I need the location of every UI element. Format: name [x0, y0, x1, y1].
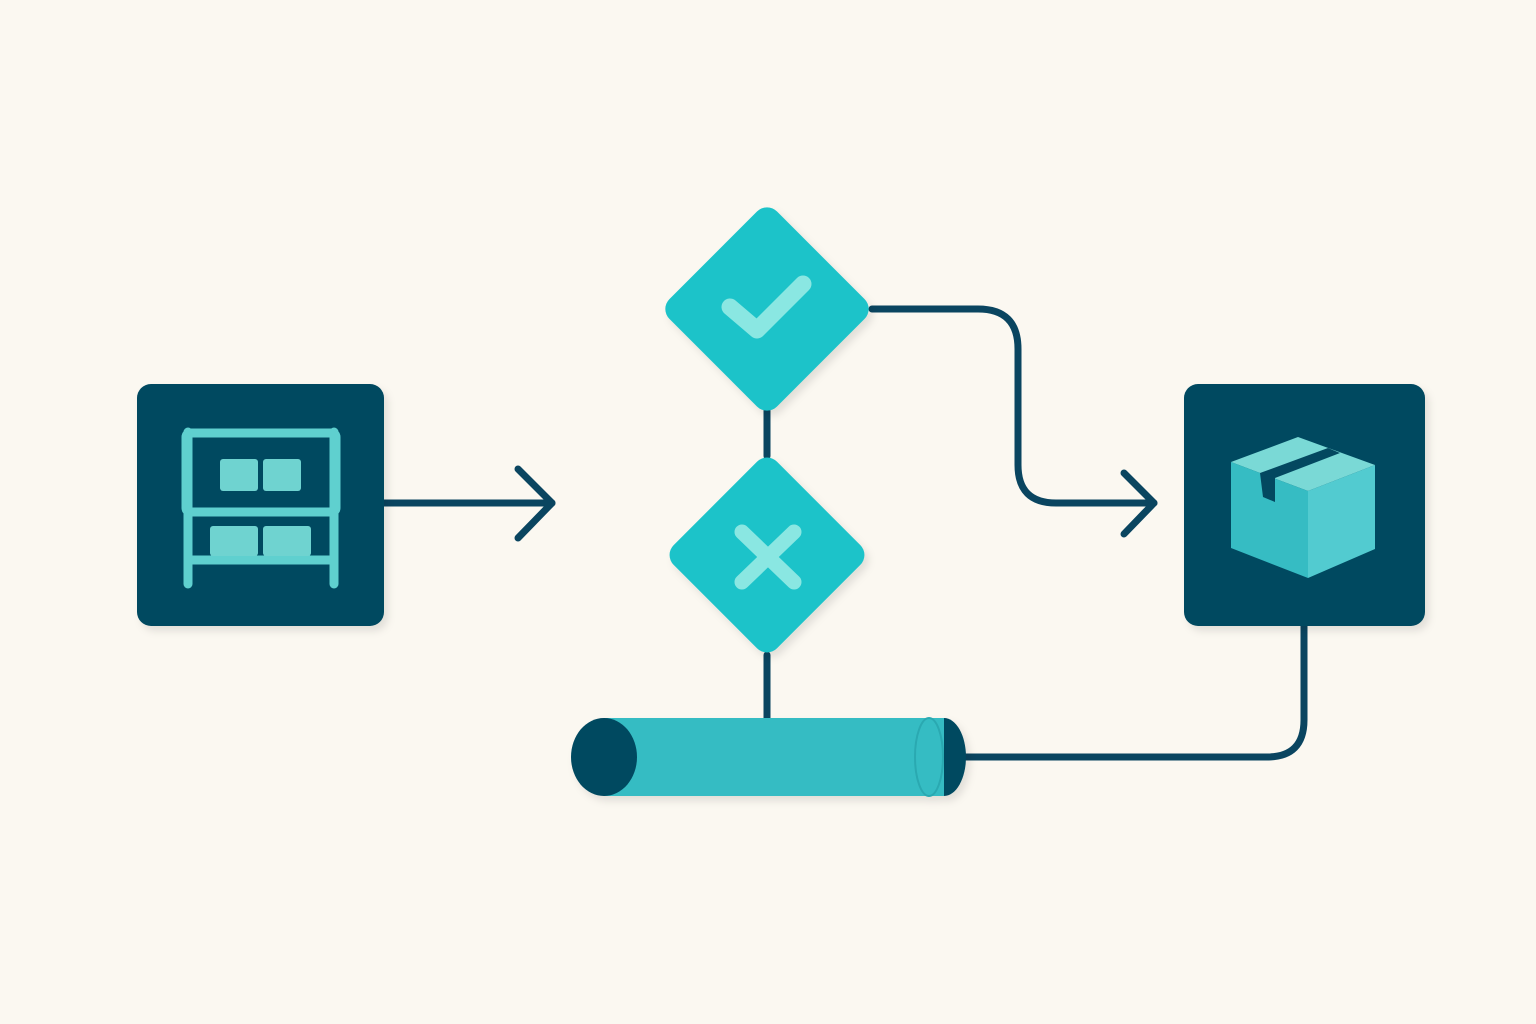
- cross-icon: [734, 524, 802, 590]
- edge-cylinder-to-package: [958, 622, 1308, 761]
- node-warehouse-shelf: [137, 384, 384, 626]
- checkmark-icon: [721, 275, 812, 339]
- package-box-icon: [1231, 437, 1375, 578]
- warehouse-shelf-icon: [181, 427, 341, 589]
- node-conveyor-roller: [571, 717, 966, 797]
- edge-approve-to-package: [868, 305, 1158, 507]
- arrowhead-left: [514, 465, 556, 542]
- arrowhead-right: [1120, 469, 1158, 538]
- connectors: [380, 305, 1308, 761]
